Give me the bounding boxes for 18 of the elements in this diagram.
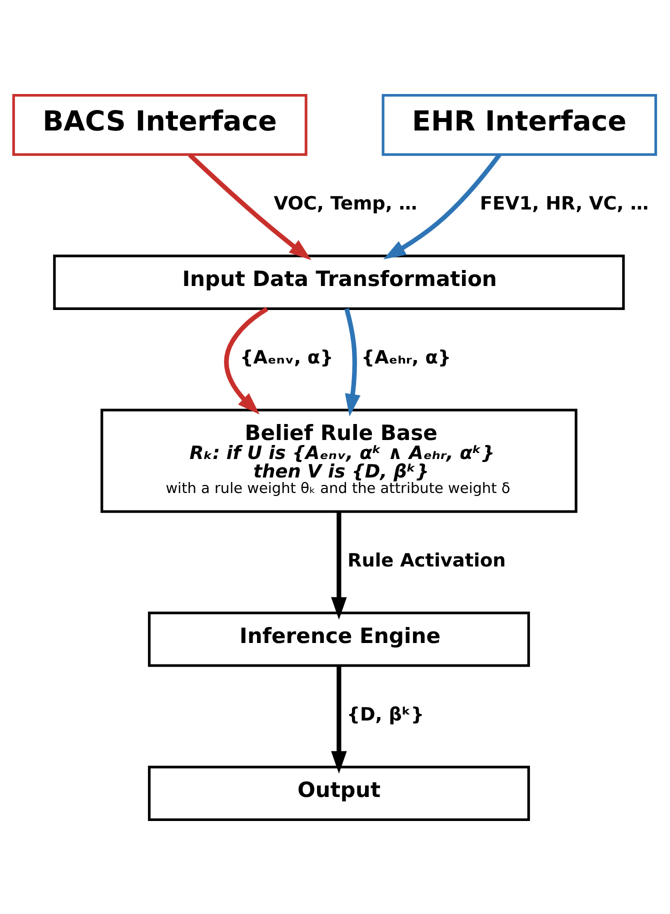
arrow xyxy=(224,306,268,414)
arrow xyxy=(188,152,312,260)
node-box: EHR Interface xyxy=(382,93,658,156)
edge-label: VOC, Temp, … xyxy=(274,192,418,214)
node-box: Inference Engine xyxy=(148,611,530,666)
edge-label: {Aₑₙᵥ, α} xyxy=(240,347,334,368)
edge-label: FEV1, HR, VC, … xyxy=(480,192,649,214)
node-box: Belief Rule Base Rₖ: if U is {Aₑₙᵥ, αᵏ ∧ Aₑₕᵣ, αᵏ} then V is {D, βᵏ} with a rule weight θₖ and the attribute weight δ xyxy=(100,408,578,512)
node-box: Input Data Transformation xyxy=(53,254,625,310)
arrow xyxy=(331,511,347,620)
edge-label: {D, βᵏ} xyxy=(346,704,424,726)
edge-label: Rule Activation xyxy=(348,550,506,571)
arrow xyxy=(331,665,347,774)
node-box: Output xyxy=(148,765,530,821)
edge-label: {Aₑₕᵣ, α} xyxy=(361,347,452,368)
node-box: BACS Interface xyxy=(12,93,308,156)
arrow xyxy=(383,152,502,259)
arrow xyxy=(344,308,361,416)
